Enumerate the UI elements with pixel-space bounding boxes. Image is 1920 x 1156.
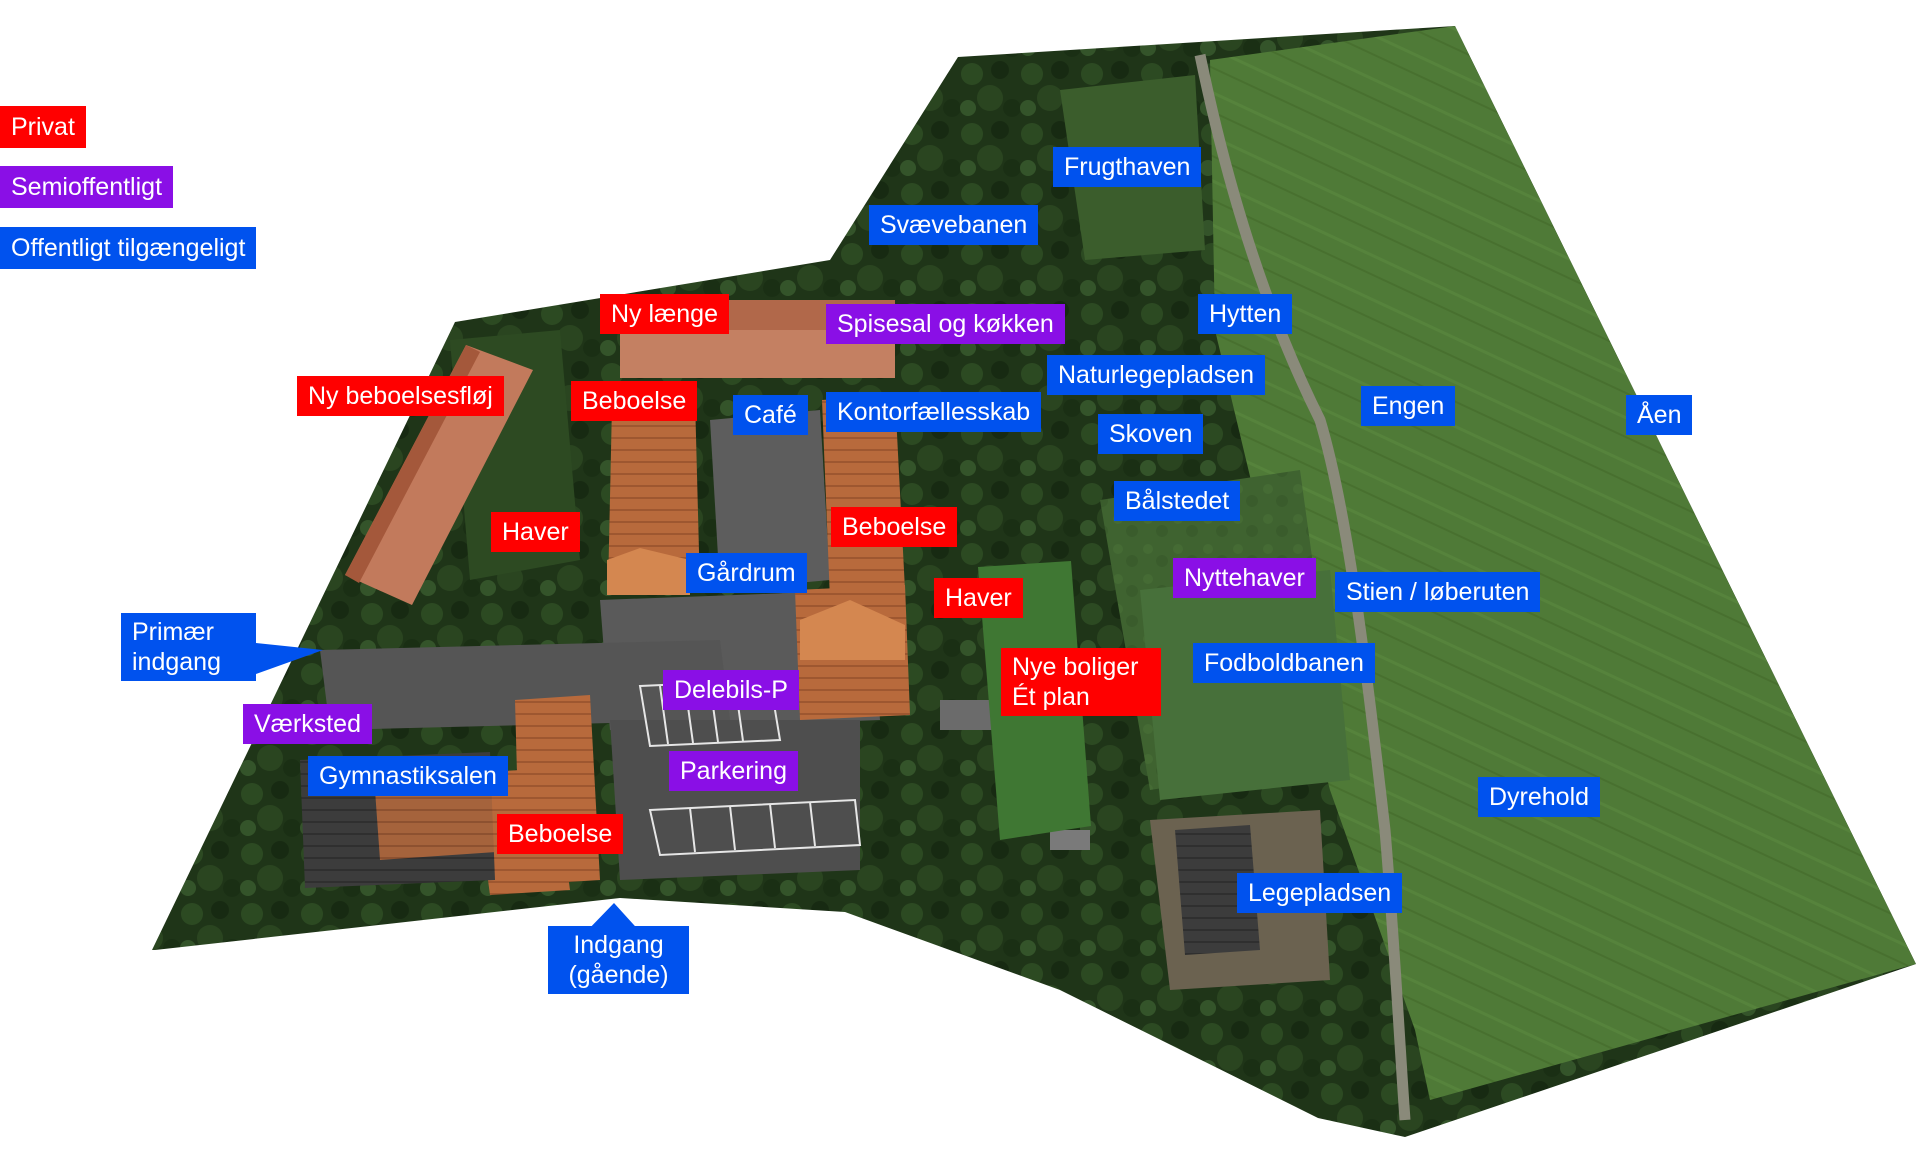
label-cafe: Café [733, 395, 808, 435]
label-gymnastiksalen: Gymnastiksalen [308, 756, 508, 796]
label-delebils-p: Delebils-P [663, 670, 799, 710]
label-indgang-gaaende-line2: (gående) [568, 961, 669, 989]
legend-public: Offentligt tilgængeligt [0, 227, 257, 269]
label-kontorfaellesskab: Kontorfællesskab [826, 392, 1042, 432]
label-indgang-gaaende-line1: Indgang [573, 931, 664, 959]
label-spisesal-og-koekken: Spisesal og køkken [826, 304, 1065, 344]
label-naturlegepladsen: Naturlegepladsen [1047, 355, 1265, 395]
label-vaerksted: Værksted [243, 704, 372, 744]
label-nye-boliger: Nye boliger Ét plan [1001, 648, 1161, 716]
label-stien-loeberuten: Stien / løberuten [1335, 572, 1541, 612]
label-legepladsen: Legepladsen [1237, 873, 1403, 913]
label-engen: Engen [1361, 386, 1456, 426]
label-beboelse-nw: Beboelse [571, 381, 698, 421]
label-baalstedet: Bålstedet [1114, 481, 1241, 521]
label-svaevebanen: Svævebanen [869, 205, 1039, 245]
label-primaer-indgang-line2: indgang [132, 648, 221, 676]
label-parkering: Parkering [669, 751, 798, 791]
label-nye-boliger-line2: Ét plan [1012, 683, 1090, 711]
label-nyttehaver: Nyttehaver [1173, 558, 1316, 598]
label-haver-west: Haver [491, 512, 580, 552]
label-aaen: Åen [1626, 395, 1693, 435]
label-fodboldbanen: Fodboldbanen [1193, 643, 1375, 683]
label-hytten: Hytten [1198, 294, 1293, 334]
label-frugthaven: Frugthaven [1053, 147, 1202, 187]
label-beboelse-sw: Beboelse [497, 814, 624, 854]
primary-entrance-pointer [256, 643, 323, 674]
label-haver-center: Haver [934, 578, 1023, 618]
label-beboelse-center: Beboelse [831, 507, 958, 547]
label-primaer-indgang-line1: Primær [132, 618, 214, 646]
label-nye-boliger-line1: Nye boliger [1012, 653, 1139, 681]
label-skoven: Skoven [1098, 414, 1204, 454]
legend-private: Privat [0, 106, 86, 148]
legend-semipublic: Semioffentligt [0, 166, 174, 208]
label-indgang-gaaende: Indgang (gående) [548, 926, 689, 994]
label-gaardrum: Gårdrum [686, 553, 807, 593]
label-primaer-indgang: Primær indgang [121, 613, 256, 681]
label-ny-laenge: Ny længe [600, 294, 729, 334]
label-ny-beboelsesfloej: Ny beboelsesfløj [297, 376, 504, 416]
label-dyrehold: Dyrehold [1478, 777, 1601, 817]
